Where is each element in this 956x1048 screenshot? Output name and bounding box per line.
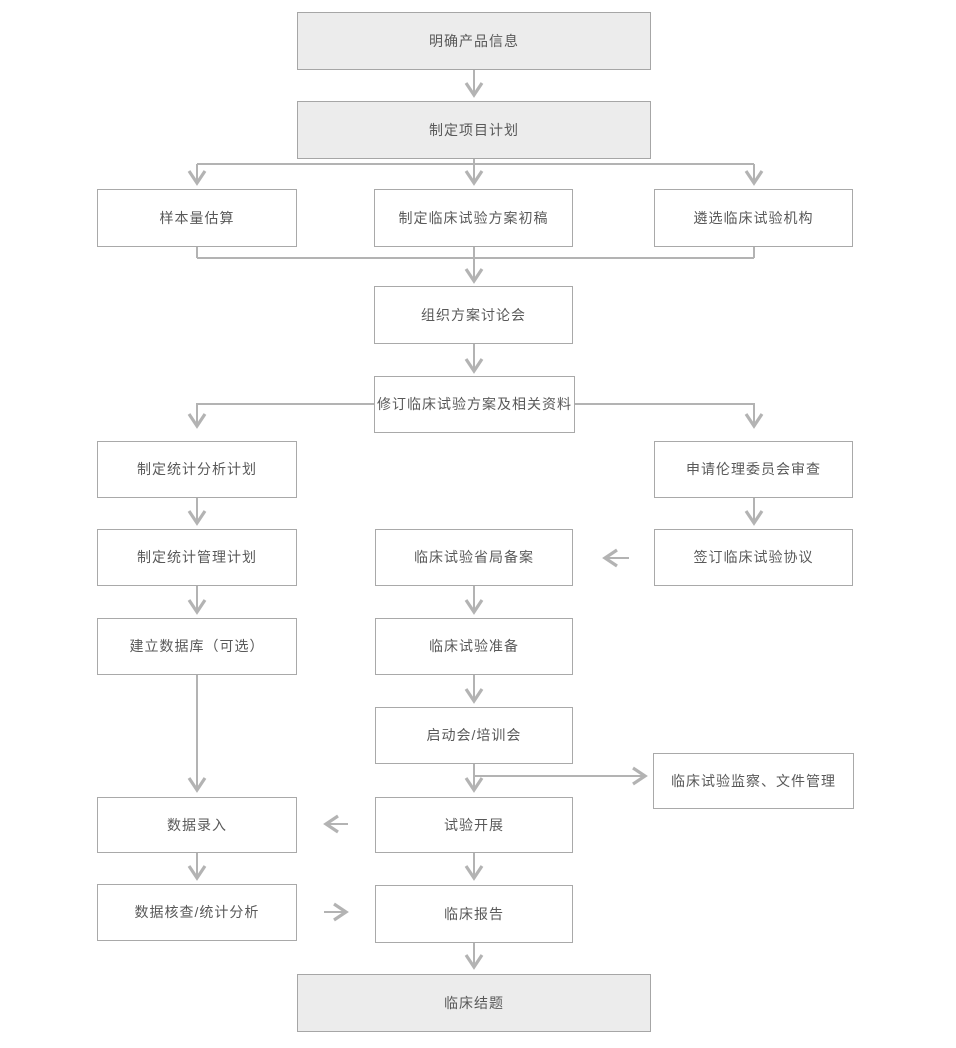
node-provincial-filing: 临床试验省局备案 bbox=[375, 529, 573, 586]
node-trial-preparation: 临床试验准备 bbox=[375, 618, 573, 675]
arrow-revision-to-sap bbox=[187, 403, 374, 429]
node-clinical-report: 临床报告 bbox=[375, 885, 573, 943]
node-project-plan: 制定项目计划 bbox=[297, 101, 651, 159]
node-monitoring-docs: 临床试验监察、文件管理 bbox=[653, 753, 854, 809]
node-data-entry: 数据录入 bbox=[97, 797, 297, 853]
node-sap: 制定统计分析计划 bbox=[97, 441, 297, 498]
node-sample-size: 样本量估算 bbox=[97, 189, 297, 247]
arrow-revision-to-ethics-review bbox=[575, 403, 764, 429]
node-kickoff-meeting: 启动会/培训会 bbox=[375, 707, 573, 764]
node-trial-closure: 临床结题 bbox=[297, 974, 651, 1032]
node-trial-conduct: 试验开展 bbox=[375, 797, 573, 853]
node-product-info: 明确产品信息 bbox=[297, 12, 651, 70]
node-protocol-draft: 制定临床试验方案初稿 bbox=[374, 189, 573, 247]
node-data-check: 数据核查/统计分析 bbox=[97, 884, 297, 941]
node-trial-agreement: 签订临床试验协议 bbox=[654, 529, 853, 586]
node-dmp: 制定统计管理计划 bbox=[97, 529, 297, 586]
node-protocol-meeting: 组织方案讨论会 bbox=[374, 286, 573, 344]
node-database-setup: 建立数据库（可选） bbox=[97, 618, 297, 675]
node-ethics-review: 申请伦理委员会审查 bbox=[654, 441, 853, 498]
node-site-selection: 遴选临床试验机构 bbox=[654, 189, 853, 247]
node-protocol-revision: 修订临床试验方案及相关资料 bbox=[374, 376, 575, 433]
